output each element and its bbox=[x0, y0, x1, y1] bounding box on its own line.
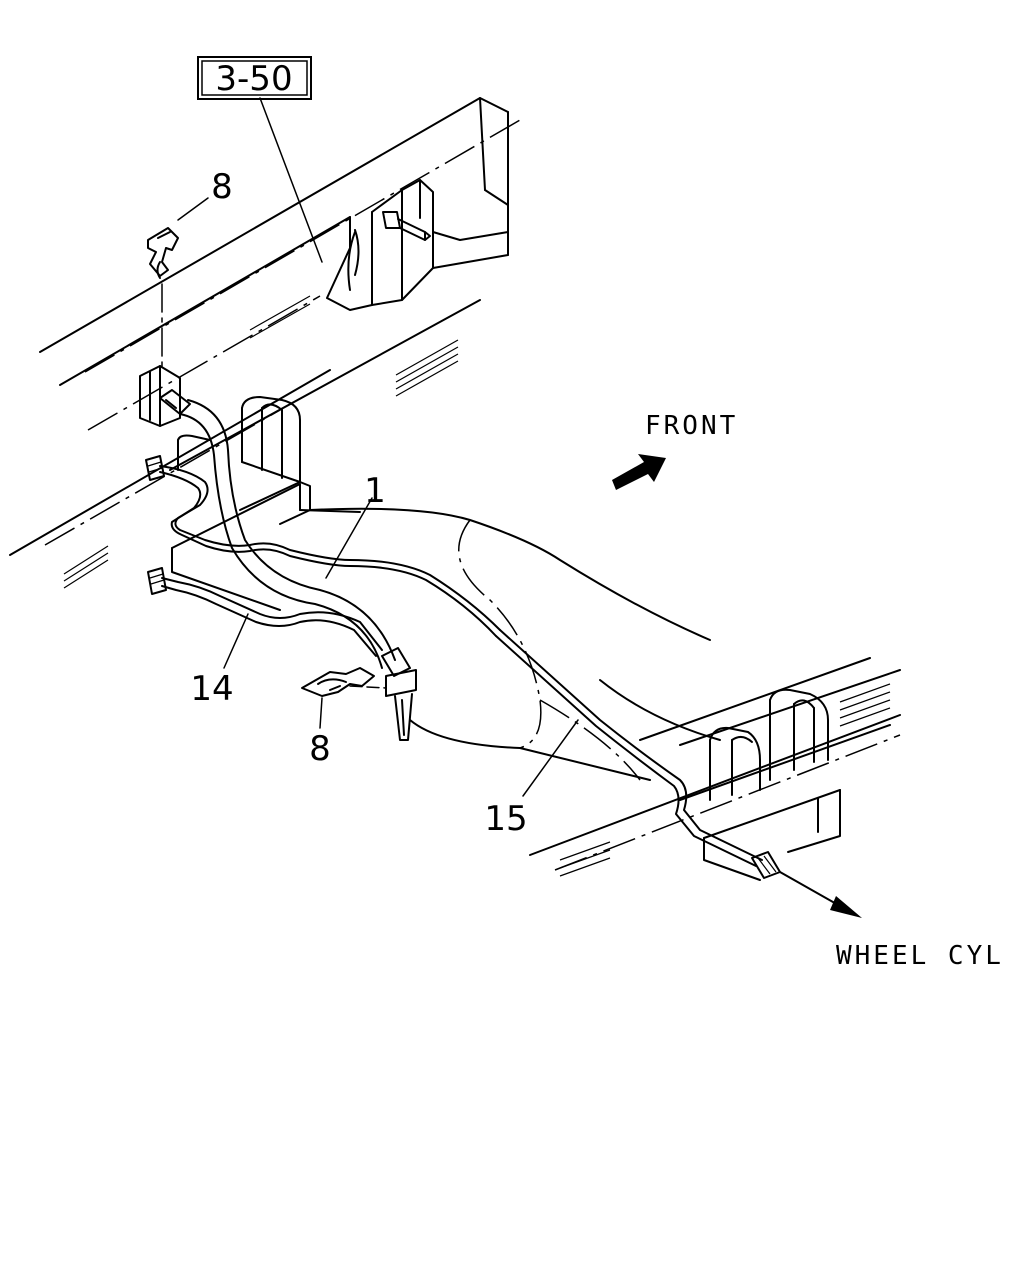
clip-top bbox=[147, 227, 179, 279]
callout-part-15: 15 bbox=[484, 799, 527, 839]
callout-part-8-bottom: 8 bbox=[309, 729, 331, 769]
front-arrow-icon bbox=[612, 454, 666, 490]
axle-housing bbox=[169, 299, 901, 881]
callout-part-14: 14 bbox=[190, 669, 233, 709]
clip-bottom bbox=[301, 667, 375, 697]
wheel-cyl-label: WHEEL CYL bbox=[836, 941, 1004, 971]
front-label: FRONT bbox=[645, 411, 738, 441]
brake-pipe-15 bbox=[495, 629, 781, 879]
reference-box-label: 3-50 bbox=[215, 59, 292, 99]
callout-part-1: 1 bbox=[364, 471, 386, 511]
frame-rail bbox=[9, 97, 521, 589]
wheel-cyl-arrow-icon bbox=[779, 871, 862, 918]
reference-box: 3-50 bbox=[197, 56, 312, 100]
leader-lines bbox=[161, 97, 579, 797]
brake-pipe-upper bbox=[145, 455, 501, 637]
callout-part-8-top: 8 bbox=[211, 167, 233, 207]
brake-hose bbox=[139, 365, 417, 741]
brake-pipe-14 bbox=[147, 567, 383, 657]
